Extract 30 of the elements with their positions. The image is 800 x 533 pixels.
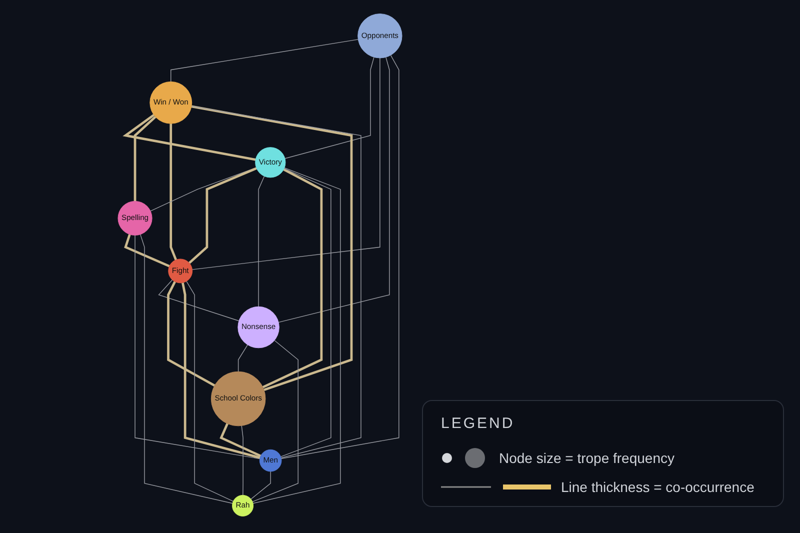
connector [170, 124, 178, 260]
connector [182, 282, 260, 459]
connector [262, 168, 323, 388]
connector [191, 105, 353, 392]
connector [186, 280, 234, 502]
legend-title: LEGEND [441, 415, 515, 432]
connector [280, 54, 400, 459]
connector [278, 56, 390, 323]
connector [284, 56, 374, 159]
connector [170, 39, 358, 82]
connector [280, 168, 332, 458]
connector [134, 116, 156, 202]
connector [238, 344, 248, 372]
connector [250, 471, 271, 500]
connector [124, 234, 170, 268]
connector [252, 340, 298, 502]
legend-text: Node size = trope frequency [499, 450, 674, 466]
connector [241, 425, 244, 496]
connector [191, 106, 362, 458]
connector [192, 58, 380, 270]
connector [252, 167, 341, 504]
connector [158, 280, 240, 322]
connector [258, 176, 265, 307]
connector [167, 281, 216, 387]
connector [140, 234, 233, 504]
connector [134, 234, 260, 460]
connector [220, 423, 262, 458]
connector [122, 114, 256, 161]
legend-text: Line thickness = co-occurrence [561, 479, 754, 495]
connector [188, 167, 257, 264]
